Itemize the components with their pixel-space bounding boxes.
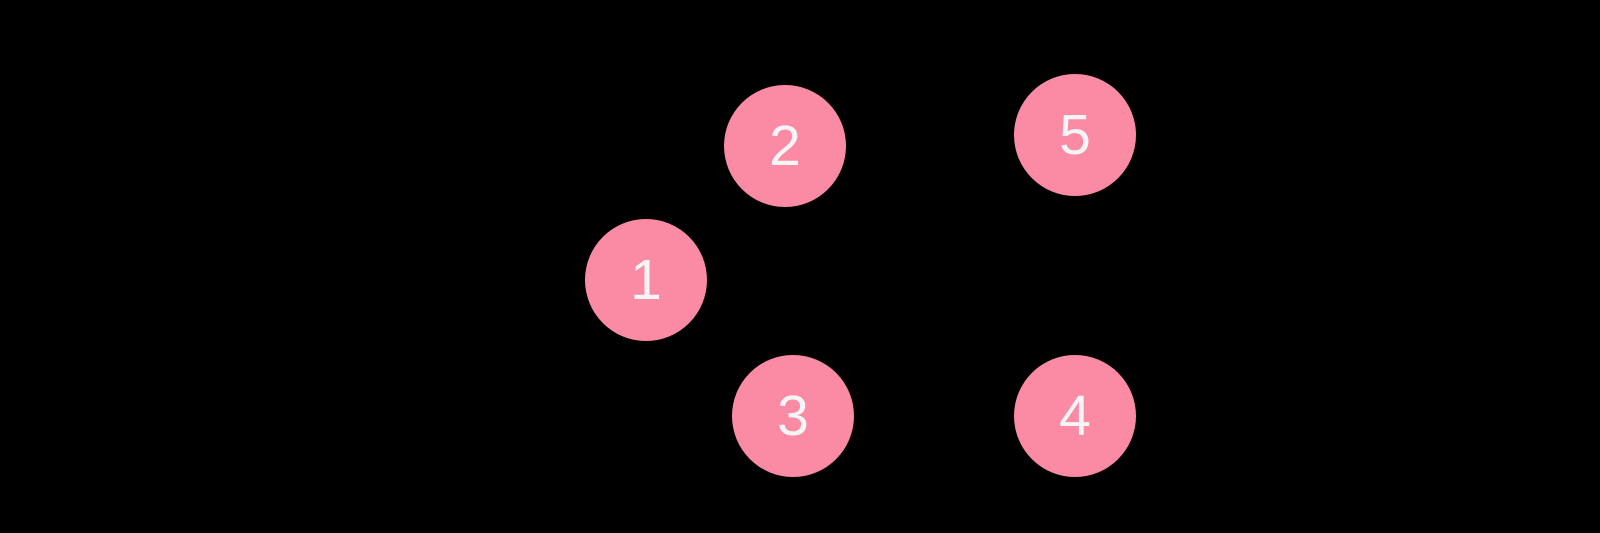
graph-node-label: 1 bbox=[630, 247, 662, 312]
graph-node-label: 3 bbox=[777, 383, 809, 448]
graph-node-5[interactable]: 5 bbox=[1014, 74, 1136, 196]
graph-node-label: 2 bbox=[769, 113, 801, 178]
graph-node-label: 5 bbox=[1059, 102, 1091, 167]
graph-node-2[interactable]: 2 bbox=[724, 85, 846, 207]
graph-node-1[interactable]: 1 bbox=[585, 219, 707, 341]
graph-node-label: 4 bbox=[1059, 383, 1091, 448]
graph-node-4[interactable]: 4 bbox=[1014, 355, 1136, 477]
graph-node-3[interactable]: 3 bbox=[732, 355, 854, 477]
